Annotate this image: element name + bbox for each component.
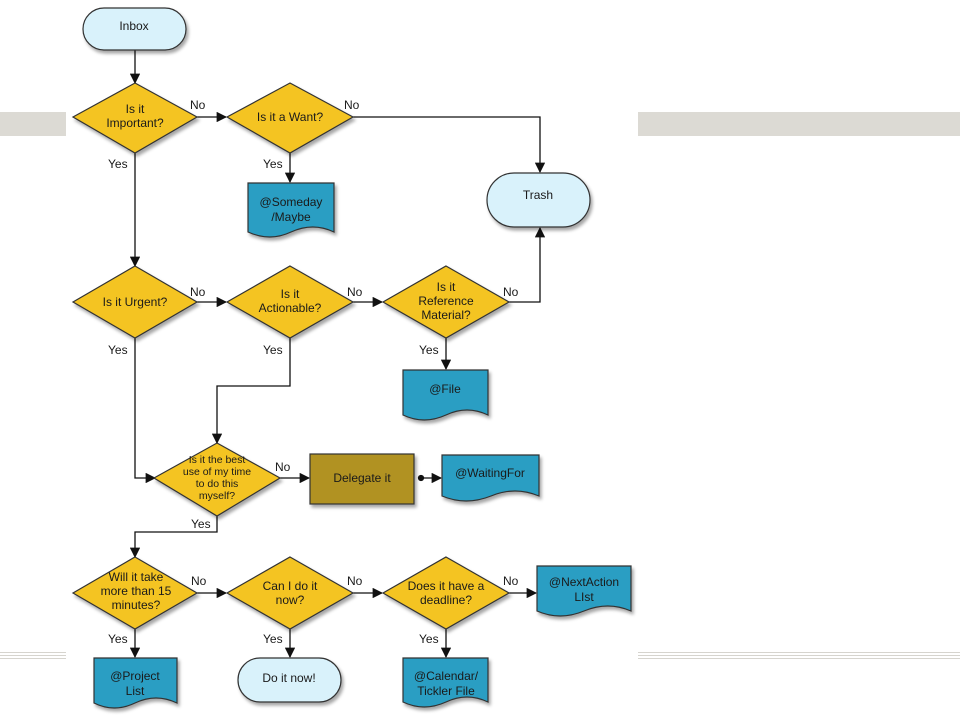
node-is-it-actionable: Is it Actionable? bbox=[225, 265, 355, 339]
label-no-actionable: No bbox=[347, 285, 363, 299]
node-best-use-line3: to do this bbox=[196, 478, 239, 490]
node-delegate-it: Delegate it bbox=[309, 453, 415, 505]
node-is-it-best-use: Is it the best use of my time to do this… bbox=[152, 442, 282, 517]
edge-want-trash bbox=[353, 116, 546, 174]
label-yes-want: Yes bbox=[263, 157, 283, 171]
node-best-use-line1: Is it the best bbox=[189, 454, 246, 466]
node-15min-line1: Will it take bbox=[109, 570, 164, 584]
label-yes-donow: Yes bbox=[263, 632, 283, 646]
node-does-it-have-deadline: Does it have a deadline? bbox=[381, 556, 511, 630]
node-can-i-do-it-now: Can I do it now? bbox=[225, 556, 355, 630]
label-no-important: No bbox=[190, 98, 206, 112]
node-do-it-now: Do it now! bbox=[237, 657, 342, 703]
node-file: @File bbox=[402, 369, 489, 421]
node-project-list-line2: List bbox=[126, 684, 145, 698]
node-reference-line3: Material? bbox=[421, 308, 471, 322]
edge-reference-trash bbox=[509, 226, 546, 303]
edge-actionable-bestuse bbox=[211, 338, 291, 445]
node-15min-line3: minutes? bbox=[112, 598, 161, 612]
node-next-action-line1: @NextAction bbox=[549, 575, 619, 589]
edge-labels: No No Yes Yes No No No Yes Yes Yes No Ye… bbox=[108, 98, 519, 646]
node-trash-label: Trash bbox=[523, 188, 553, 202]
edge-urgent-bestuse bbox=[134, 338, 157, 484]
node-will-it-take-15-minutes: Will it take more than 15 minutes? bbox=[71, 556, 199, 630]
node-next-action-list: @NextAction LIst bbox=[536, 565, 632, 617]
label-yes-urgent: Yes bbox=[108, 343, 128, 357]
node-reference-line1: Is it bbox=[437, 280, 456, 294]
node-is-it-important-line1: Is it bbox=[126, 102, 145, 116]
label-yes-actionable: Yes bbox=[263, 343, 283, 357]
label-no-want: No bbox=[344, 98, 360, 112]
node-project-list: @Project List bbox=[93, 657, 178, 709]
node-someday-maybe: @Someday /Maybe bbox=[247, 182, 335, 238]
node-best-use-line4: myself? bbox=[199, 490, 235, 502]
node-is-it-important-line2: Important? bbox=[106, 116, 164, 130]
label-yes-deadline: Yes bbox=[419, 632, 439, 646]
edge-bestuse-15min bbox=[129, 516, 218, 559]
node-calendar-line2: Tickler File bbox=[417, 684, 475, 698]
node-best-use-line2: use of my time bbox=[183, 466, 251, 478]
label-no-reference: No bbox=[503, 285, 519, 299]
node-is-it-a-want: Is it a Want? bbox=[225, 82, 355, 154]
node-someday-maybe-line2: /Maybe bbox=[271, 210, 311, 224]
node-is-it-actionable-line1: Is it bbox=[281, 287, 300, 301]
node-reference-line2: Reference bbox=[418, 294, 474, 308]
node-is-it-important: Is it Important? bbox=[71, 82, 199, 154]
node-calendar-line1: @Calendar/ bbox=[414, 669, 479, 683]
flowchart-canvas: No No Yes Yes No No No Yes Yes Yes No Ye… bbox=[66, 0, 638, 720]
node-is-it-urgent-label: Is it Urgent? bbox=[103, 295, 168, 309]
label-no-bestuse: No bbox=[275, 460, 291, 474]
node-calendar-tickler: @Calendar/ Tickler File bbox=[402, 657, 489, 708]
label-no-donow: No bbox=[347, 574, 363, 588]
node-is-it-actionable-line2: Actionable? bbox=[259, 301, 322, 315]
node-deadline-line2: deadline? bbox=[420, 593, 472, 607]
node-file-label: @File bbox=[429, 382, 461, 396]
node-project-list-line1: @Project bbox=[110, 669, 160, 683]
node-someday-maybe-line1: @Someday bbox=[260, 195, 323, 209]
label-yes-15min: Yes bbox=[108, 632, 128, 646]
node-inbox-label: Inbox bbox=[119, 19, 148, 33]
node-is-it-reference-material: Is it Reference Material? bbox=[381, 265, 511, 339]
node-15min-line2: more than 15 bbox=[101, 584, 172, 598]
gtd-flowchart: No No Yes Yes No No No Yes Yes Yes No Ye… bbox=[71, 7, 632, 709]
node-do-now-line2: now? bbox=[276, 593, 305, 607]
label-yes-bestuse: Yes bbox=[191, 517, 211, 531]
node-is-it-a-want-label: Is it a Want? bbox=[257, 110, 324, 124]
node-is-it-urgent: Is it Urgent? bbox=[71, 265, 199, 339]
node-next-action-line2: LIst bbox=[574, 590, 594, 604]
label-no-deadline: No bbox=[503, 574, 519, 588]
node-waiting-for: @WaitingFor bbox=[441, 454, 540, 502]
label-yes-important: Yes bbox=[108, 157, 128, 171]
node-delegate-it-label: Delegate it bbox=[333, 471, 391, 485]
node-deadline-line1: Does it have a bbox=[408, 579, 485, 593]
label-no-urgent: No bbox=[190, 285, 206, 299]
node-do-now-line1: Can I do it bbox=[263, 579, 318, 593]
label-yes-reference: Yes bbox=[419, 343, 439, 357]
node-do-it-now-label: Do it now! bbox=[262, 671, 315, 685]
node-inbox: Inbox bbox=[82, 7, 187, 51]
edges bbox=[129, 50, 546, 659]
node-trash: Trash bbox=[486, 172, 591, 228]
node-waiting-for-label: @WaitingFor bbox=[455, 466, 525, 480]
label-no-15min: No bbox=[191, 574, 207, 588]
